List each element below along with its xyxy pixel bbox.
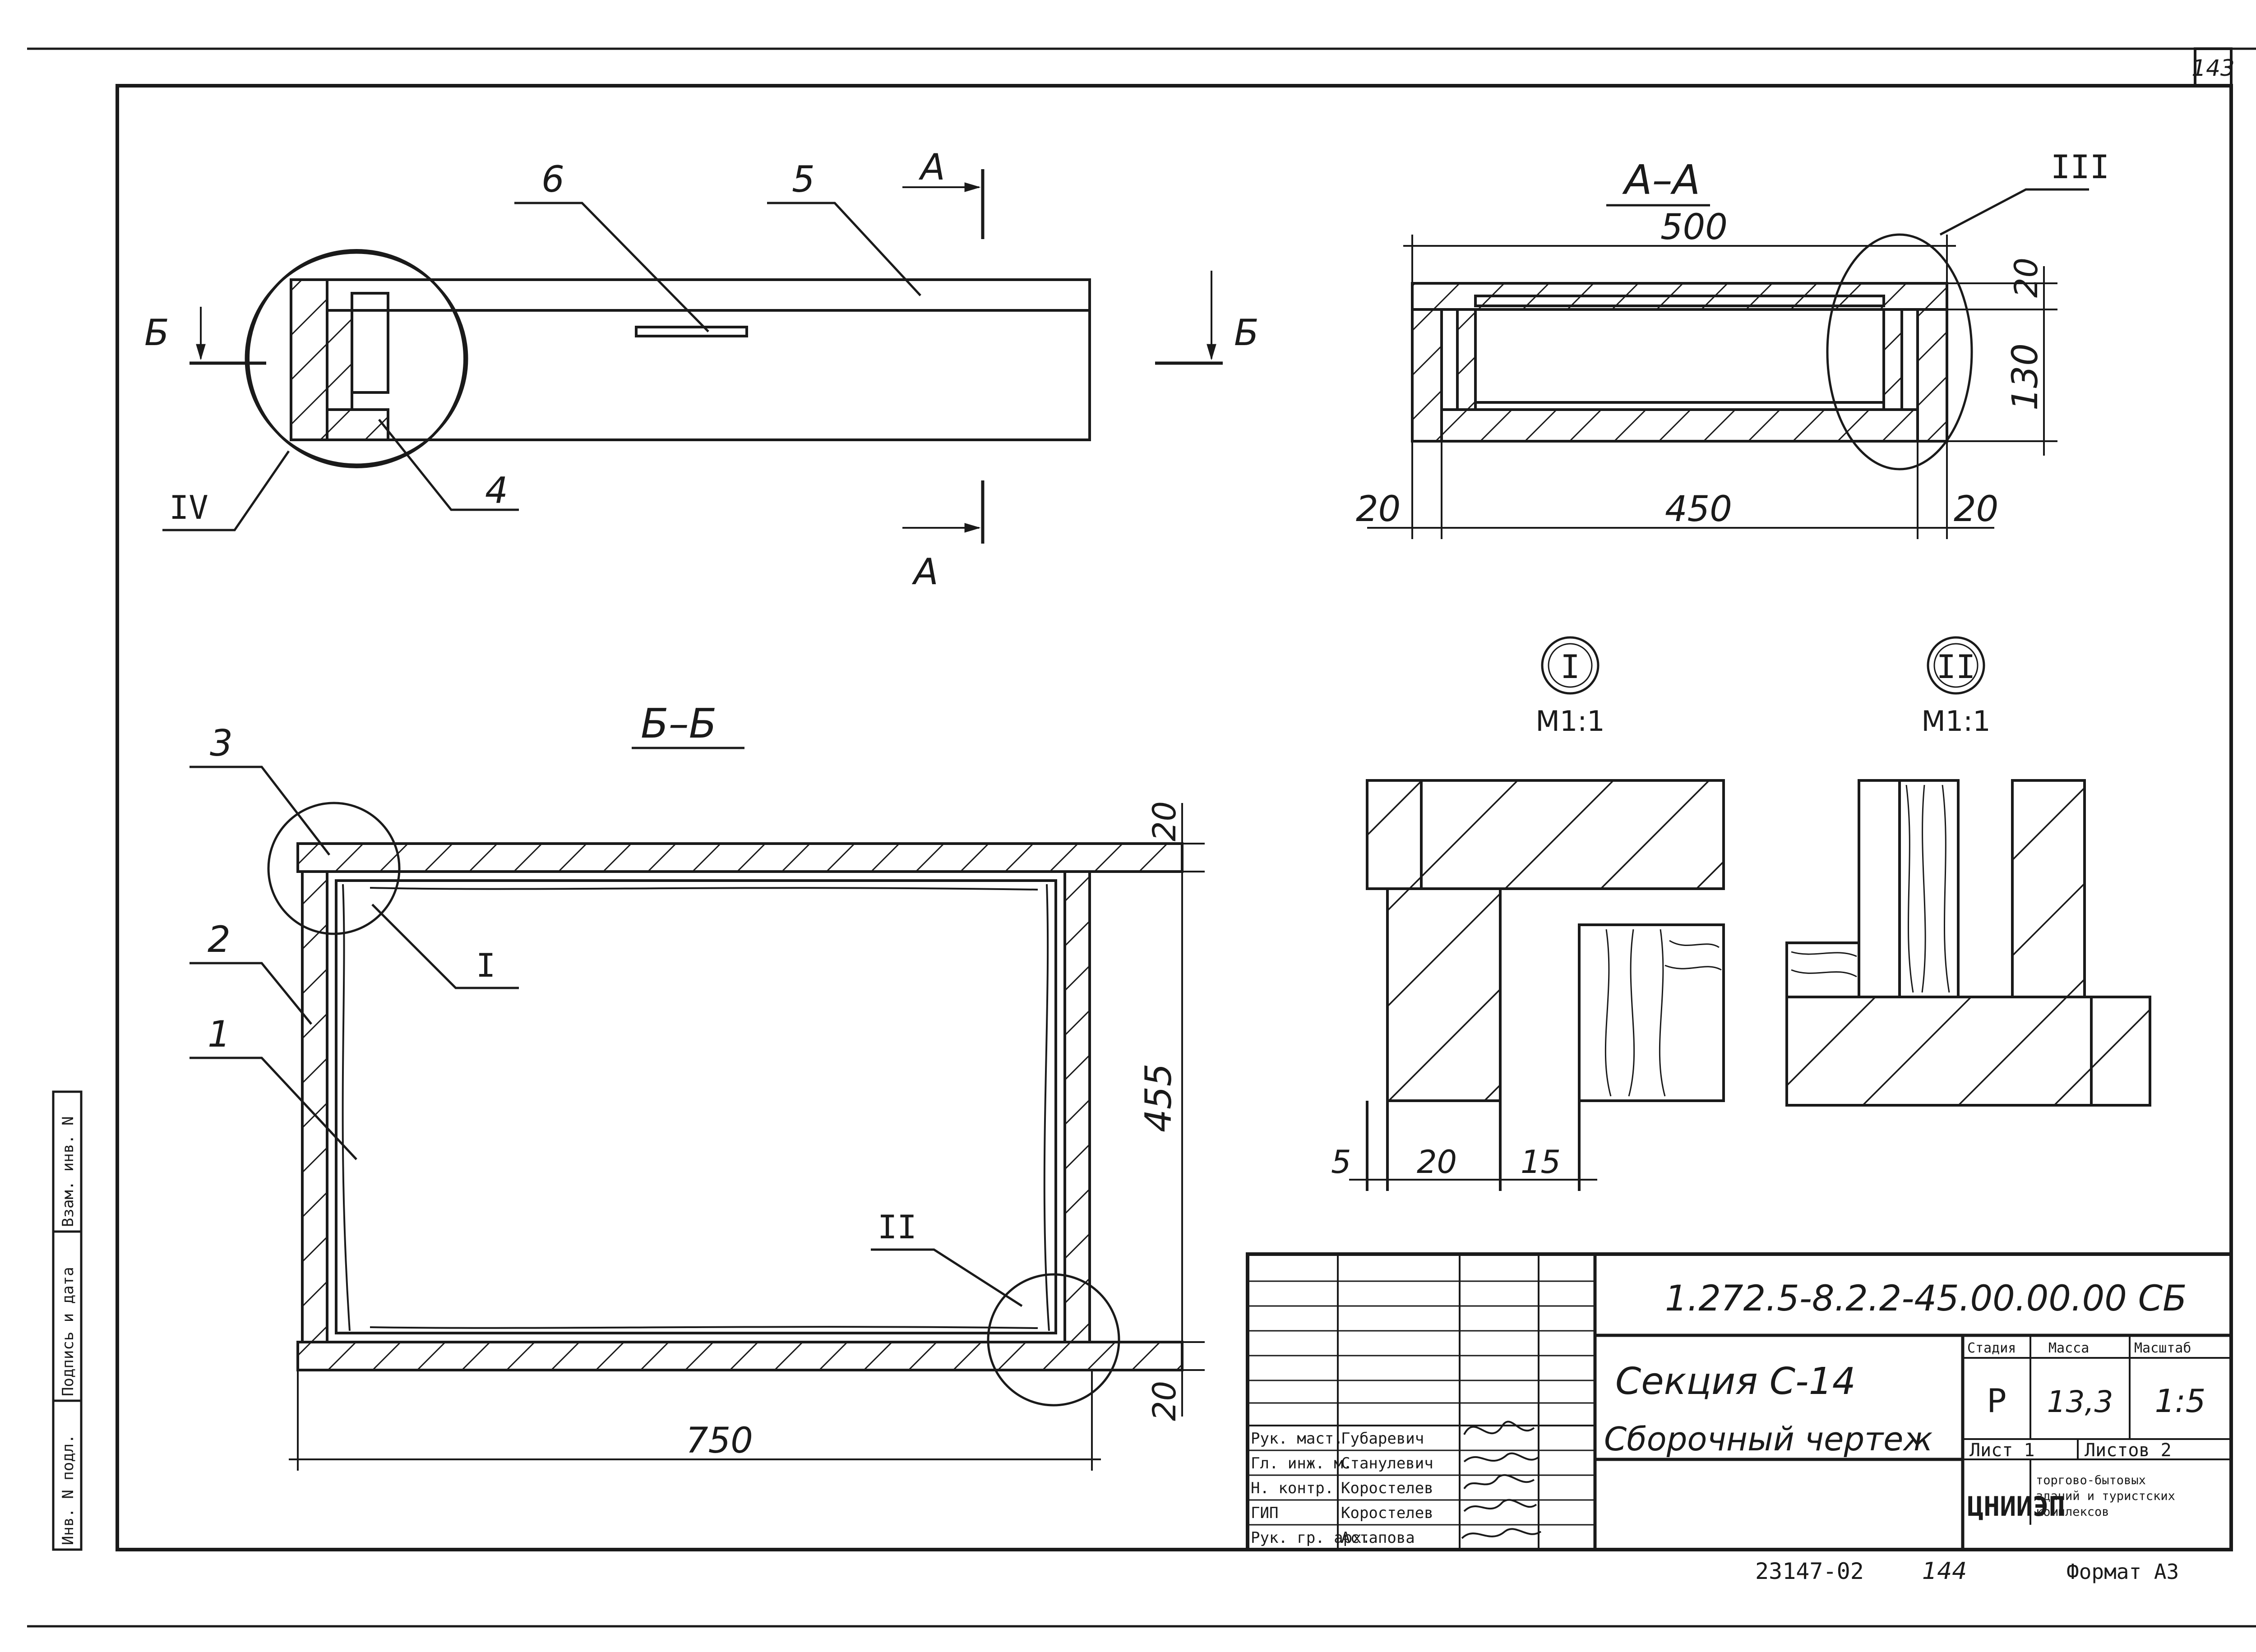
approval-strip (52, 1090, 83, 1551)
strip-label-1: Инв. N подл. (59, 1434, 77, 1545)
detail-circle-iv (247, 249, 466, 468)
page-number: 144 (1922, 1558, 1967, 1585)
leader-iii (1939, 188, 2089, 236)
tb-name-1: Губаревич (1341, 1430, 1424, 1448)
detail-ii-marker (1927, 636, 1985, 695)
bb-dimensions (289, 803, 1205, 1471)
section-mark-a-bottom: А (911, 551, 938, 593)
tb-name-line-1: Секция С-14 (1615, 1360, 1856, 1403)
dim-aa-top: 20 (2008, 258, 2045, 298)
callout-2: 2 (208, 918, 231, 960)
format-label: Формат А3 (2066, 1560, 2179, 1584)
tb-name-line-2: Сборочный чертеж (1604, 1420, 1932, 1458)
tb-org-name-1: торгово-бытовых (2036, 1473, 2146, 1487)
tb-name-5: Астапова (1341, 1529, 1415, 1547)
tb-name-2: Станулевич (1341, 1454, 1433, 1472)
dim-aa-left: 20 (1356, 489, 1401, 530)
detail-ii (1785, 779, 2151, 1107)
callout-5: 5 (792, 158, 815, 200)
section-bb (296, 842, 1183, 1371)
tb-scale: 1:5 (2155, 1383, 2206, 1420)
detail-ii-scale: М1:1 (1921, 705, 1990, 738)
dim-bb-bottom: 20 (1146, 1381, 1183, 1421)
detail-circle-ii (987, 1273, 1120, 1407)
plan-leaders (162, 202, 921, 531)
section-aa (1411, 282, 1948, 443)
tb-mass-label: Масса (2048, 1340, 2089, 1356)
detail-circle-i (267, 802, 401, 935)
callout-4: 4 (485, 470, 508, 512)
tb-org-name-2: зданий и туристских (2036, 1489, 2175, 1503)
dim-aa-right: 20 (1954, 489, 1998, 530)
strip-label-2: Подпись и дата (59, 1267, 77, 1396)
tb-stage: Р (1987, 1382, 2006, 1420)
section-cut-a-top (902, 169, 985, 239)
callout-iv: IV (169, 489, 208, 526)
section-mark-b-left: Б (144, 312, 169, 354)
tb-role-3: Н. контр. (1251, 1479, 1334, 1497)
section-mark-a-top: А (918, 146, 945, 188)
tb-sheets: Листов 2 (2085, 1440, 2172, 1461)
view-title-aa: А–А (1622, 157, 1700, 204)
tb-mass: 13,3 (2047, 1384, 2113, 1419)
dim-d1-c: 15 (1521, 1144, 1561, 1181)
section-mark-b-right: Б (1234, 312, 1259, 354)
section-cut-b-left (190, 307, 266, 365)
tb-name-4: Коростелев (1341, 1504, 1433, 1522)
callout-3: 3 (210, 722, 233, 764)
sheet-border (27, 47, 2256, 1628)
signatures (1461, 1421, 1542, 1539)
tb-org-name-3: комплексов (2036, 1505, 2109, 1519)
dim-bb-height: 455 (1137, 1063, 1179, 1132)
dim-bb-top: 20 (1146, 801, 1183, 841)
detail-i-marker (1541, 636, 1600, 695)
callout-6: 6 (541, 158, 564, 200)
sheet-number: 143 (2191, 55, 2234, 81)
aa-dimensions (1367, 235, 2057, 539)
detail-i-mark: I (1560, 648, 1580, 686)
view-title-bb: Б–Б (641, 700, 717, 748)
tb-role-1: Рук. маст. (1251, 1430, 1343, 1448)
callout-1: 1 (208, 1013, 231, 1055)
dim-d1-a: 5 (1331, 1144, 1351, 1181)
callout-ii: II (878, 1208, 917, 1246)
title-block-grid (1246, 1252, 2233, 1551)
tb-name-3: Коростелев (1341, 1479, 1433, 1497)
callout-i: I (476, 946, 495, 984)
plan-view (247, 249, 1091, 468)
strip-label-3: Взам. инв. N (59, 1116, 77, 1227)
tb-scale-label: Масштаб (2134, 1340, 2191, 1356)
tb-stage-label: Стадия (1967, 1340, 2016, 1356)
dim-bb-width: 750 (686, 1421, 753, 1461)
bb-leaders (190, 766, 1023, 1307)
detail-ii-mark: II (1937, 648, 1976, 686)
tb-org-logo: ЦНИИЭП (1967, 1491, 2065, 1523)
tb-role-4: ГИП (1251, 1504, 1278, 1522)
tb-sheet: Лист 1 (1969, 1440, 2035, 1461)
detail-i (1349, 779, 1725, 1191)
tb-role-2: Гл. инж. м. (1251, 1454, 1352, 1472)
section-cut-a-bottom (902, 480, 985, 544)
callout-iii: III (2051, 148, 2109, 186)
dim-d1-b: 20 (1417, 1144, 1457, 1181)
sheet-number-box: 143 (2191, 47, 2235, 87)
tb-doc-code: 1.272.5-8.2.2-45.00.00.00 СБ (1665, 1278, 2187, 1319)
tb-role-5: Рук. гр. арх. (1251, 1529, 1371, 1547)
dim-aa-height: 130 (2005, 343, 2046, 411)
dim-aa-width: 500 (1660, 207, 1728, 248)
detail-i-scale: М1:1 (1535, 705, 1604, 738)
archive-number: 23147-02 (1755, 1558, 1864, 1584)
section-cut-b-right (1155, 271, 1223, 365)
dim-aa-inner: 450 (1665, 489, 1732, 530)
